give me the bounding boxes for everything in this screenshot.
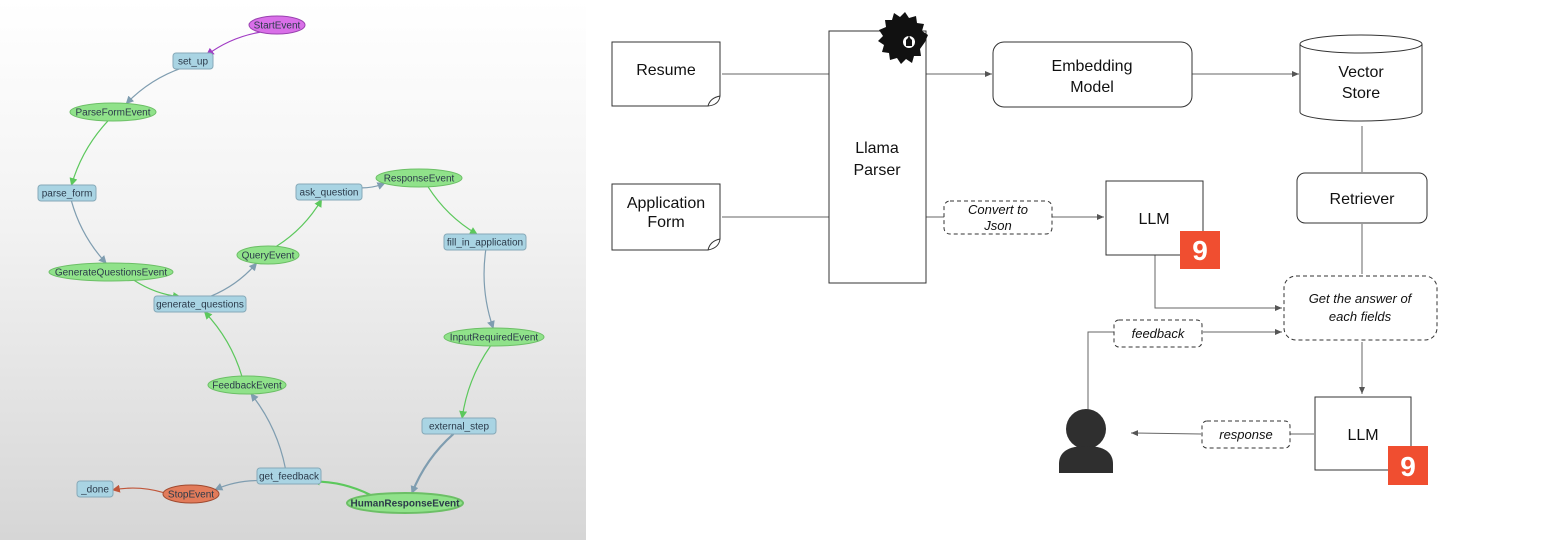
feedback-node: feedback: [1113, 319, 1203, 348]
vector-store-label-line1: Vector: [1338, 64, 1384, 81]
resume-label: Resume: [636, 62, 696, 79]
workflow-node-label-get-feedback: get_feedback: [259, 472, 320, 483]
workflow-node-label-human-response-event: HumanResponseEvent: [351, 499, 461, 510]
workflow-node-label-ask-question: ask_question: [300, 188, 359, 199]
llama-badge-icon: [878, 12, 928, 64]
vector-store-label-line2: Store: [1342, 85, 1380, 102]
workflow-node-label-generate-questions: generate_questions: [156, 300, 244, 311]
convert-label-line1: Convert to: [968, 202, 1028, 217]
workflow-node-stop-event: StopEvent: [162, 484, 220, 504]
answer-label-line2: each fields: [1329, 309, 1392, 324]
edge-human_response_event-to-get_feedback: [311, 477, 371, 496]
response-to-user-arrow: [1130, 430, 1202, 437]
workflow-node-label-query-event: QueryEvent: [242, 251, 295, 262]
workflow-node-fill-in-application: fill_in_application: [443, 233, 527, 251]
vector-store-cylinder: Vector Store: [1299, 34, 1423, 122]
embedding-model-label-line2: Model: [1070, 79, 1114, 96]
llm-top-box: LLM: [1105, 180, 1204, 256]
workflow-node-ask-question: ask_question: [295, 183, 363, 201]
edge-input_required_event-to-external_step: [459, 345, 491, 420]
user-to-feedback-line: [1087, 331, 1114, 418]
user-icon: [1059, 409, 1113, 473]
llama-parser-label-line1: Llama: [855, 140, 899, 157]
workflow-node-label-external-step: external_step: [429, 422, 489, 433]
edge-stop_event-to-done: [111, 484, 164, 494]
workflow-node-set-up: set_up: [172, 52, 214, 70]
edge-feedback_event-to-generate_questions: [203, 311, 243, 377]
retriever-box: Retriever: [1296, 172, 1428, 224]
llama-parser-box: Llama Parser: [828, 30, 927, 284]
llm-bottom-label: LLM: [1347, 427, 1378, 444]
convert-to-json-node: Convert to Json: [943, 200, 1053, 235]
workflow-node-parse-form-event: ParseFormEvent: [69, 102, 157, 122]
feedback-label: feedback: [1132, 326, 1186, 341]
workflow-node-external-step: external_step: [421, 417, 497, 435]
workflow-node-done: _done: [76, 480, 114, 498]
workflow-node-label-feedback-event: FeedbackEvent: [212, 381, 282, 392]
architecture-diagram-panel: Resume Application Form Llama Parser Emb…: [586, 0, 1546, 540]
workflow-node-label-parse-form: parse_form: [42, 189, 93, 200]
edge-external_step-to-human_response_event: [410, 433, 455, 495]
embedding-model-box: Embedding Model: [992, 41, 1193, 108]
application-form-label-line2: Form: [647, 214, 684, 231]
edge-response_event-to-fill_in_application: [427, 186, 478, 235]
edge-get_feedback-to-stop_event: [214, 479, 264, 491]
workflow-node-query-event: QueryEvent: [236, 245, 300, 265]
llm-top-label: LLM: [1138, 211, 1169, 228]
llm-top-badge-glyph: 9: [1192, 235, 1208, 266]
get-answer-node: Get the answer of each fields: [1283, 275, 1438, 341]
convert-label-line2: Json: [983, 218, 1011, 233]
workflow-node-feedback-event: FeedbackEvent: [207, 375, 287, 395]
embedding-model-label-line1: Embedding: [1052, 58, 1133, 75]
response-label: response: [1219, 427, 1272, 442]
workflow-node-label-start-event: StartEvent: [254, 21, 301, 32]
workflow-node-response-event: ResponseEvent: [375, 168, 463, 188]
workflow-node-label-fill-in-application: fill_in_application: [447, 238, 523, 249]
edge-start_event-to-set_up: [205, 31, 261, 56]
architecture-connectors: [722, 71, 1365, 437]
workflow-node-parse-form: parse_form: [37, 184, 97, 202]
workflow-node-label-response-event: ResponseEvent: [384, 174, 455, 185]
workflow-node-generate-questions-event: GenerateQuestionsEvent: [48, 262, 174, 282]
workflow-node-label-set-up: set_up: [178, 57, 208, 68]
answer-label-line1: Get the answer of: [1309, 291, 1413, 306]
llama-parser-label-line2: Parser: [853, 162, 901, 179]
workflow-node-label-done: _done: [80, 485, 109, 496]
edge-parse_form-to-generate_questions_event: [70, 200, 107, 264]
edge-fill_in_application-to-input_required_event: [483, 249, 495, 329]
workflow-node-input-required-event: InputRequiredEvent: [443, 327, 545, 347]
resume-document: Resume: [611, 41, 721, 107]
response-node: response: [1201, 420, 1291, 449]
edge-generate_questions-to-query_event: [210, 262, 258, 297]
llm-to-answer-arrow: [1154, 255, 1282, 311]
retriever-label: Retriever: [1330, 191, 1396, 208]
workflow-node-label-parse-form-event: ParseFormEvent: [75, 108, 150, 119]
workflow-node-generate-questions: generate_questions: [153, 295, 247, 313]
architecture-diagram: Resume Application Form Llama Parser Emb…: [611, 12, 1438, 485]
application-form-label-line1: Application: [627, 195, 705, 212]
edge-generate_questions_event-to-generate_questions: [133, 279, 181, 301]
edge-get_feedback-to-feedback_event: [250, 393, 286, 469]
llm-top-provider-badge-icon: 9: [1180, 231, 1220, 269]
workflow-node-human-response-event: HumanResponseEvent: [346, 492, 464, 514]
workflow-node-label-generate-questions-event: GenerateQuestionsEvent: [55, 268, 168, 279]
application-form-document: Application Form: [611, 183, 721, 251]
workflow-node-start-event: StartEvent: [248, 15, 306, 35]
llm-bottom-provider-badge-icon: 9: [1388, 446, 1428, 485]
workflow-node-label-stop-event: StopEvent: [168, 490, 214, 501]
llm-bottom-badge-glyph: 9: [1400, 451, 1416, 482]
edge-query_event-to-ask_question: [276, 198, 322, 247]
workflow-node-get-feedback: get_feedback: [256, 467, 322, 485]
workflow-node-label-input-required-event: InputRequiredEvent: [450, 333, 539, 344]
edge-parse_form_event-to-parse_form: [69, 120, 109, 187]
edge-set_up-to-parse_form_event: [125, 67, 183, 105]
